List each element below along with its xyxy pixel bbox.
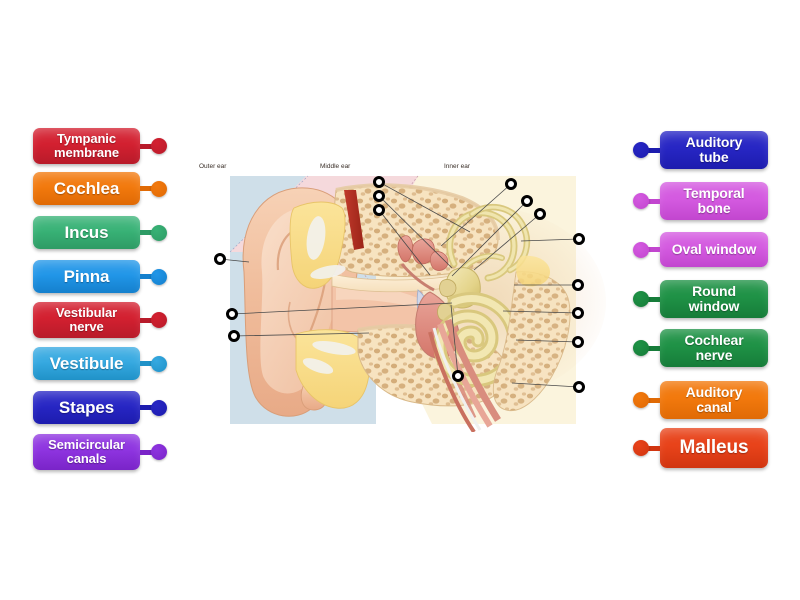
- chip-dot-cochlear-nerve[interactable]: [633, 340, 649, 356]
- oval-window-shape: [439, 279, 457, 297]
- drop-target-target-2[interactable]: [373, 190, 385, 202]
- label-chip-auditory-tube[interactable]: Auditory tube: [633, 131, 768, 169]
- drop-target-target-12[interactable]: [572, 307, 584, 319]
- chip-connector-pinna: [140, 274, 154, 279]
- ear-anatomy-diagram: Outer ear Middle ear Inner ear: [186, 152, 620, 432]
- label-chip-tympanic-membrane[interactable]: Tympanic membrane: [33, 128, 167, 164]
- chip-dot-round-window[interactable]: [633, 291, 649, 307]
- drop-target-target-15[interactable]: [452, 370, 464, 382]
- label-chip-text-auditory-canal: Auditory canal: [685, 384, 743, 415]
- chip-dot-malleus[interactable]: [633, 440, 649, 456]
- chip-dot-temporal-bone[interactable]: [633, 193, 649, 209]
- chip-dot-tympanic-membrane[interactable]: [151, 138, 167, 154]
- chip-connector-vestibule: [140, 361, 154, 366]
- label-chip-text-tympanic-membrane: Tympanic membrane: [54, 131, 119, 160]
- drop-target-target-5[interactable]: [226, 308, 238, 320]
- drop-target-target-11[interactable]: [572, 279, 584, 291]
- label-chip-auditory-canal[interactable]: Auditory canal: [633, 381, 768, 419]
- tympanic-strip: [344, 190, 364, 250]
- drop-target-target-3[interactable]: [373, 204, 385, 216]
- chip-dot-incus[interactable]: [151, 224, 167, 241]
- label-chip-vestibular-nerve[interactable]: Vestibular nerve: [33, 302, 167, 338]
- zone-label-outer-ear: Outer ear: [199, 163, 227, 170]
- chip-connector-cochlear-nerve: [646, 345, 660, 351]
- chip-connector-auditory-tube: [646, 147, 660, 153]
- chip-dot-auditory-canal[interactable]: [633, 392, 649, 408]
- label-chip-cochlear-nerve[interactable]: Cochlear nerve: [633, 329, 768, 367]
- label-chip-text-vestibule: Vestibule: [49, 353, 124, 373]
- chip-connector-malleus: [646, 445, 660, 451]
- label-chip-text-cochlea: Cochlea: [53, 178, 120, 198]
- label-chip-cochlea[interactable]: Cochlea: [33, 172, 167, 205]
- label-chip-semicircular-canals[interactable]: Semicircular canals: [33, 434, 167, 470]
- chip-connector-vestibular-nerve: [140, 317, 154, 323]
- label-chip-stapes[interactable]: Stapes: [33, 391, 167, 424]
- drop-target-target-1[interactable]: [373, 176, 385, 188]
- label-chip-incus[interactable]: Incus: [33, 216, 167, 249]
- label-chip-temporal-bone[interactable]: Temporal bone: [633, 182, 768, 220]
- label-chip-text-vestibular-nerve: Vestibular nerve: [55, 305, 118, 334]
- label-chip-text-malleus: Malleus: [679, 437, 749, 459]
- label-chip-text-oval-window: Oval window: [671, 241, 757, 258]
- drop-target-target-7[interactable]: [505, 178, 517, 190]
- label-chip-text-semicircular-canals: Semicircular canals: [48, 437, 125, 466]
- chip-connector-stapes: [140, 405, 154, 410]
- chip-connector-temporal-bone: [646, 198, 660, 204]
- chip-connector-incus: [140, 230, 154, 235]
- label-chip-text-incus: Incus: [64, 222, 109, 242]
- label-chip-oval-window[interactable]: Oval window: [633, 232, 768, 267]
- label-chip-text-stapes: Stapes: [58, 397, 115, 417]
- chip-dot-vestibular-nerve[interactable]: [151, 312, 167, 328]
- drop-target-target-8[interactable]: [521, 195, 533, 207]
- chip-dot-semicircular-canals[interactable]: [151, 444, 167, 460]
- label-chip-pinna[interactable]: Pinna: [33, 260, 167, 293]
- label-chip-text-round-window: Round window: [688, 283, 740, 314]
- chip-connector-cochlea: [140, 186, 154, 191]
- label-chip-text-cochlear-nerve: Cochlear nerve: [684, 332, 744, 363]
- chip-connector-round-window: [646, 296, 660, 302]
- label-chip-round-window[interactable]: Round window: [633, 280, 768, 318]
- label-chip-text-pinna: Pinna: [63, 266, 110, 286]
- chip-dot-vestibule[interactable]: [151, 355, 167, 372]
- zone-label-middle-ear: Middle ear: [320, 163, 351, 170]
- drop-target-target-9[interactable]: [534, 208, 546, 220]
- chip-dot-stapes[interactable]: [151, 399, 167, 416]
- drop-target-target-14[interactable]: [573, 381, 585, 393]
- drop-target-target-13[interactable]: [572, 336, 584, 348]
- chip-dot-cochlea[interactable]: [151, 180, 167, 197]
- chip-dot-oval-window[interactable]: [633, 241, 649, 258]
- ear-illustration: [186, 152, 620, 432]
- chip-connector-tympanic-membrane: [140, 143, 154, 149]
- drop-target-target-6[interactable]: [228, 330, 240, 342]
- label-chip-text-temporal-bone: Temporal bone: [683, 185, 745, 216]
- chip-connector-oval-window: [646, 247, 660, 252]
- label-chip-text-auditory-tube: Auditory tube: [685, 134, 743, 165]
- chip-connector-semicircular-canals: [140, 449, 154, 455]
- chip-connector-auditory-canal: [646, 397, 660, 403]
- drop-target-target-10[interactable]: [573, 233, 585, 245]
- zone-label-inner-ear: Inner ear: [444, 163, 471, 170]
- chip-dot-pinna[interactable]: [151, 268, 167, 285]
- chip-dot-auditory-tube[interactable]: [633, 142, 649, 158]
- label-chip-malleus[interactable]: Malleus: [633, 428, 768, 468]
- drop-target-target-4[interactable]: [214, 253, 226, 265]
- label-chip-vestibule[interactable]: Vestibule: [33, 347, 167, 380]
